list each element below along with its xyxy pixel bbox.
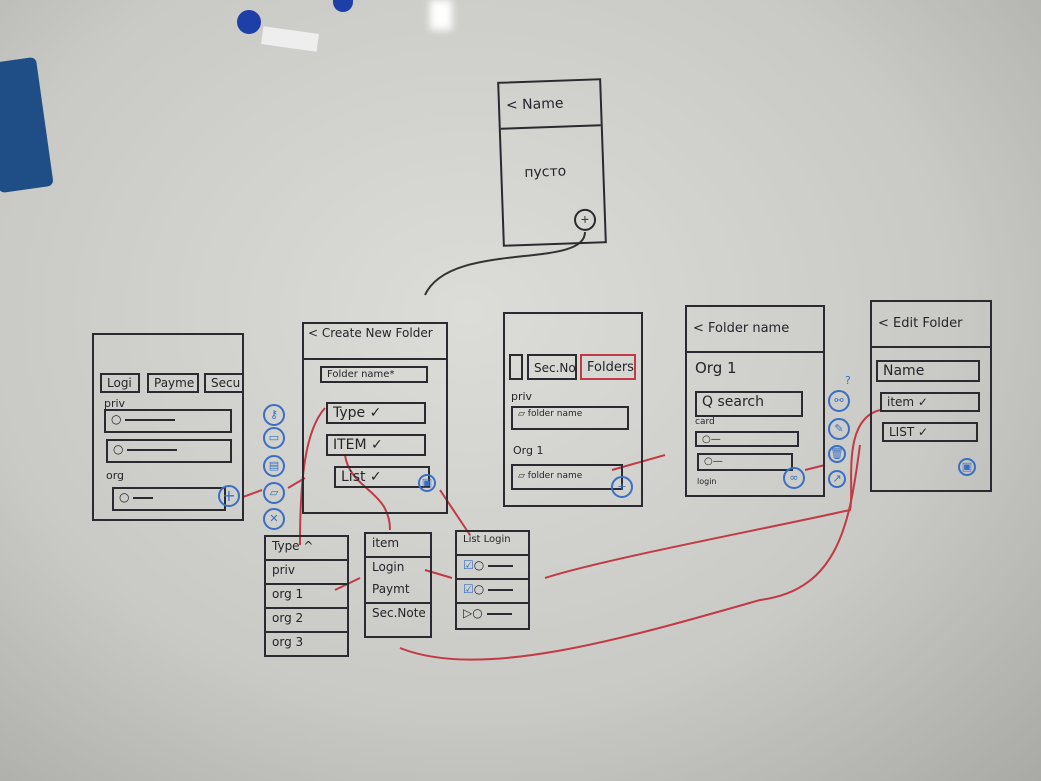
folder-icon[interactable]: ▱	[263, 482, 285, 504]
list-option-unchecked[interactable]: ▷○	[457, 604, 528, 626]
magnet	[237, 10, 261, 34]
item-select[interactable]: ITEM ✓	[326, 434, 426, 456]
arrow-list-to-dropdown	[439, 489, 471, 536]
list-item[interactable]: ○	[106, 439, 232, 463]
add-button[interactable]: +	[611, 476, 633, 498]
tab-hidden[interactable]	[509, 354, 523, 380]
magnet	[333, 0, 353, 12]
screen-header: < Create New Folder	[304, 324, 446, 360]
arrow-type-to-dropdown	[299, 407, 326, 546]
folder-name-input[interactable]: Folder name*	[320, 366, 428, 383]
list-item[interactable]: ○—	[697, 453, 793, 471]
section-card: card	[695, 417, 715, 427]
empty-folder-screen: < Name пусто +	[497, 78, 607, 247]
arrow-folder-to-screen	[611, 454, 666, 471]
dropdown-option[interactable]: priv	[266, 561, 347, 585]
dropdown-option[interactable]: Paymt	[366, 580, 430, 604]
type-select[interactable]: Type ✓	[326, 402, 426, 424]
light-glare	[430, 0, 452, 30]
list-item[interactable]: ○	[104, 409, 232, 433]
list-item[interactable]: ○—	[695, 431, 799, 447]
list-item[interactable]: ○	[112, 487, 226, 511]
id-card-icon[interactable]: ▤	[263, 455, 285, 477]
folder-item[interactable]: ▱ folder name	[511, 464, 623, 490]
dropdown-option[interactable]: org 3	[272, 635, 304, 649]
plus-circle-icon[interactable]: +	[573, 208, 597, 232]
dropdown-option[interactable]: org 1	[266, 585, 347, 609]
arrow-edit-list-to-item	[399, 444, 861, 661]
question-mark: ?	[845, 374, 851, 387]
arrow-top-to-create	[424, 231, 586, 296]
section-login: login	[697, 477, 717, 486]
item-select[interactable]: item ✓	[880, 392, 980, 412]
arrow-edit-item-to-list	[544, 409, 881, 579]
search-input[interactable]: Q search	[695, 391, 803, 417]
close-icon[interactable]: ✕	[263, 508, 285, 530]
folder-item[interactable]: ▱ folder name	[511, 406, 629, 430]
arrow-login-to-list	[424, 569, 453, 579]
org-title: Org 1	[695, 359, 737, 377]
dropdown-option[interactable]: Login	[372, 560, 405, 574]
card-icon[interactable]: ▭	[263, 427, 285, 449]
create-folder-screen: < Create New Folder Folder name* Type ✓ …	[302, 322, 448, 514]
dropdown-option[interactable]: Type ^	[266, 537, 347, 561]
screen-header: < Folder name	[687, 307, 823, 353]
section-priv: priv	[104, 397, 126, 410]
delete-icon[interactable]: 🗑	[828, 445, 846, 463]
folders-tab-screen: Sec.No Folders priv ▱ folder name Org 1 …	[503, 312, 643, 507]
arrow-actions	[804, 464, 826, 471]
tab-folders[interactable]: Folders	[580, 354, 636, 380]
list-select[interactable]: List ✓	[334, 466, 430, 488]
export-icon[interactable]: ↗	[828, 470, 846, 488]
dropdown-option[interactable]: item	[366, 534, 430, 558]
section-org: org	[106, 469, 125, 482]
key-icon[interactable]: ⚷	[263, 404, 285, 426]
tab-payment[interactable]: Payme	[147, 373, 199, 393]
screen-header: < Name	[499, 80, 601, 130]
type-dropdown: Type ^ priv org 1 org 2 org 3	[264, 535, 349, 657]
list-title: List Login	[457, 532, 528, 556]
tab-secure-note[interactable]: Secu	[204, 373, 244, 393]
edit-icon[interactable]: ✎	[828, 418, 850, 440]
add-button[interactable]: +	[218, 485, 240, 507]
tab-secure-note[interactable]: Sec.No	[527, 354, 577, 380]
name-input[interactable]: Name	[876, 360, 980, 382]
save-icon[interactable]: ▣	[418, 474, 436, 492]
edit-folder-screen: < Edit Folder Name item ✓ LIST ✓ ▣	[870, 300, 992, 492]
dropdown-option[interactable]: org 2	[266, 609, 347, 633]
section-priv: priv	[511, 390, 533, 403]
save-icon[interactable]: ▣	[958, 458, 976, 476]
folder-name: folder name	[527, 409, 583, 419]
section-org: Org 1	[513, 444, 544, 457]
empty-text: пусто	[524, 163, 567, 181]
list-option-checked[interactable]: ☑○	[457, 556, 528, 580]
folder-name: folder name	[527, 471, 583, 481]
tab-login[interactable]: Logi	[100, 373, 140, 393]
vault-list-screen: Logi Payme Secu priv ○ ○ org ○ +	[92, 333, 244, 521]
arrow-create-to-icons	[242, 489, 263, 498]
arrow-item-to-dropdown	[344, 454, 391, 531]
item-dropdown: item Login Paymt Sec.Note	[364, 532, 432, 638]
share-icon[interactable]: ⚯	[828, 390, 850, 412]
dropdown-option[interactable]: Sec.Note	[372, 606, 426, 620]
list-option-checked[interactable]: ☑○	[457, 580, 528, 604]
screen-header: < Edit Folder	[872, 302, 990, 348]
list-select[interactable]: LIST ✓	[882, 422, 978, 442]
list-dropdown: List Login ☑○ ☑○ ▷○	[455, 530, 530, 630]
actions-button[interactable]: ∞	[783, 467, 805, 489]
folder-detail-screen: < Folder name Org 1 Q search card ○— ○— …	[685, 305, 825, 497]
